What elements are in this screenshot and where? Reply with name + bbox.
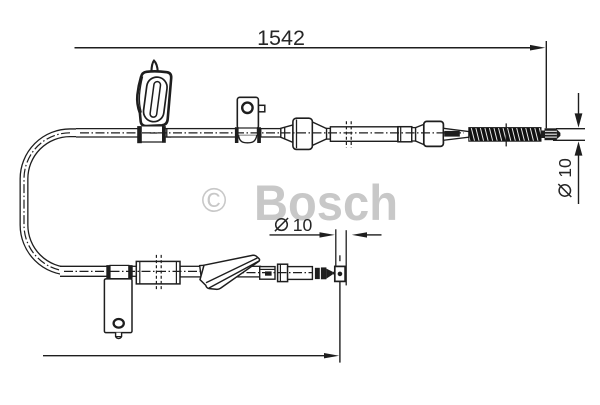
svg-text:1542: 1542 (257, 26, 305, 50)
svg-text:Bosch: Bosch (254, 175, 398, 231)
svg-text:10: 10 (293, 215, 313, 235)
svg-text:10: 10 (555, 158, 575, 178)
svg-text:©: © (201, 182, 226, 220)
